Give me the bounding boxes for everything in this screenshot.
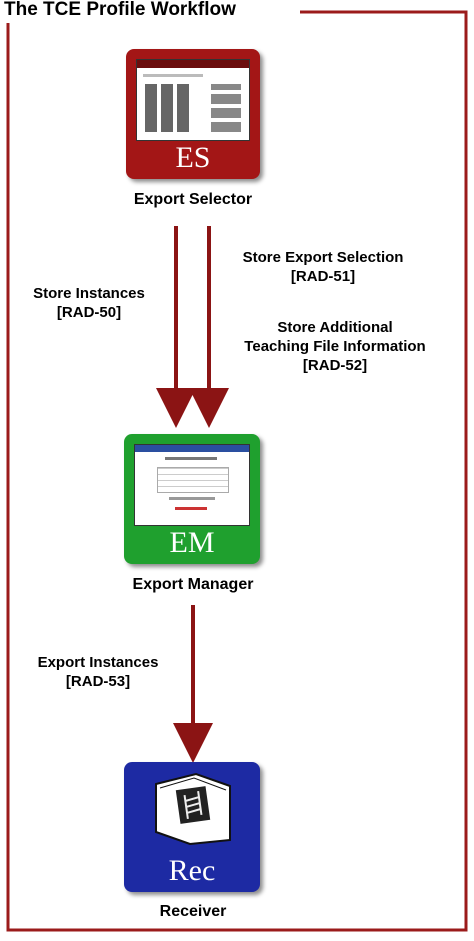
store-additional-info-label: Store Additional Teaching File Informati… bbox=[244, 319, 426, 374]
export-selector-label: Export Selector bbox=[133, 191, 253, 208]
export-manager-code: EM bbox=[169, 526, 215, 559]
export-manager-box: EM bbox=[124, 434, 260, 564]
export-manager-screenshot bbox=[134, 444, 250, 526]
store-instances-label: Store Instances [RAD-50] bbox=[33, 285, 145, 321]
receiver-label: Receiver bbox=[159, 903, 227, 920]
export-selector-screenshot bbox=[136, 59, 250, 141]
teaching-file-book-icon bbox=[155, 772, 231, 846]
frame-border bbox=[6, 10, 468, 932]
export-instances-label: Export Instances [RAD-53] bbox=[37, 654, 159, 690]
export-manager-label: Export Manager bbox=[132, 576, 254, 593]
diagram-title: The TCE Profile Workflow bbox=[2, 0, 300, 23]
receiver-code: Rec bbox=[168, 854, 216, 887]
export-selector-code: ES bbox=[175, 141, 211, 174]
receiver-box: Rec bbox=[124, 762, 260, 892]
store-export-selection-label: Store Export Selection [RAD-51] bbox=[242, 249, 404, 285]
export-selector-box: ES bbox=[126, 49, 260, 179]
